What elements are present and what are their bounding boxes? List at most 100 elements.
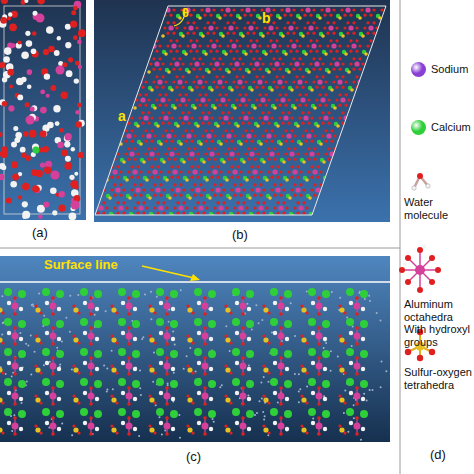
- oxygen-atom: [378, 104, 381, 107]
- oxygen-atom: [175, 86, 178, 89]
- oxygen-atom: [292, 32, 295, 35]
- water-dot: [111, 350, 113, 352]
- oxygen-atom: [322, 201, 325, 204]
- sulfur-atom: [390, 88, 394, 92]
- aluminum-atom: [50, 333, 57, 340]
- oxygen-atom: [370, 140, 373, 143]
- oxygen-atom: [380, 8, 383, 11]
- aluminum-atom: [228, 25, 233, 30]
- oxygen-atom: [186, 21, 189, 24]
- oxygen-atom: [301, 75, 304, 78]
- water-dot: [180, 289, 182, 291]
- oxygen-atom: [193, 158, 196, 161]
- sulfur-atom: [421, 34, 425, 38]
- aluminum-atom: [231, 43, 236, 48]
- oxygen-atom: [329, 62, 332, 65]
- water-dot: [372, 389, 374, 391]
- sulfur-atom: [179, 142, 183, 146]
- aluminum-atom: [377, 79, 382, 84]
- water-dot: [186, 355, 188, 357]
- oxygen-atom: [89, 296, 93, 300]
- aluminum-atom: [297, 79, 302, 84]
- oxygen-atom: [279, 170, 282, 173]
- aluminum-atom: [235, 187, 240, 192]
- sulfur-atom: [316, 124, 320, 128]
- oxygen-atom: [395, 75, 398, 78]
- sulfur-atom: [233, 106, 237, 110]
- calcium-atom: [56, 320, 64, 328]
- water-dot: [11, 430, 13, 432]
- atom: [65, 156, 71, 162]
- oxygen-atom: [304, 93, 307, 96]
- oxygen-atom: [34, 424, 37, 427]
- oxygen-atom: [152, 80, 155, 83]
- oxygen-atom: [298, 116, 301, 119]
- hydrogen-atom: [19, 427, 23, 431]
- oxygen-atom: [124, 152, 127, 155]
- calcium-atom: [399, 32, 403, 36]
- oxygen-atom: [406, 44, 409, 47]
- hydrogen-atom: [57, 307, 61, 311]
- hydrogen-atom: [19, 367, 23, 371]
- sulfur-atom: [299, 142, 303, 146]
- aluminum-atom: [198, 205, 203, 210]
- oxygen-atom: [352, 80, 355, 83]
- oxygen-atom: [190, 165, 193, 168]
- sulfur-atom: [367, 70, 371, 74]
- oxygen-atom: [155, 98, 158, 101]
- oxygen-atom: [376, 152, 379, 155]
- atom: [62, 62, 67, 67]
- aluminum-atom: [217, 79, 222, 84]
- oxygen-atom: [310, 129, 313, 132]
- atom: [52, 210, 57, 215]
- oxygen-atom: [130, 116, 133, 119]
- oxygen-atom: [164, 129, 167, 132]
- oxygen-atom: [336, 152, 339, 155]
- oxygen-atom: [367, 98, 370, 101]
- oxygen-atom: [392, 80, 395, 83]
- aluminum-atom: [351, 43, 356, 48]
- oxygen-atom: [13, 326, 17, 330]
- sulfur-atom: [278, 16, 282, 20]
- aluminum-atom: [237, 79, 242, 84]
- calcium-atom: [382, 50, 386, 54]
- oxygen-atom: [264, 93, 267, 96]
- oxygen-atom: [189, 39, 192, 42]
- oxygen-atom: [338, 57, 341, 60]
- oxygen-atom: [326, 44, 329, 47]
- oxygen-atom: [344, 152, 347, 155]
- oxygen-atom: [187, 122, 190, 125]
- atom: [65, 24, 71, 30]
- oxygen-atom: [136, 212, 139, 215]
- oxygen-atom: [196, 201, 199, 204]
- oxygen-atom: [306, 44, 309, 47]
- oxygen-atom: [292, 80, 295, 83]
- calcium-atom: [42, 348, 50, 356]
- oxygen-atom: [198, 93, 201, 96]
- aluminum-atom: [169, 151, 174, 156]
- oxygen-atom: [229, 50, 232, 53]
- aluminum-atom: [126, 133, 131, 138]
- oxygen-atom: [127, 147, 130, 150]
- oxygen-atom: [127, 170, 130, 173]
- sulfur-atom: [308, 196, 312, 200]
- oxygen-atom: [247, 98, 250, 101]
- oxygen-atom: [130, 188, 133, 191]
- oxygen-atom: [327, 158, 330, 161]
- atom: [12, 174, 19, 181]
- water-dot: [259, 400, 261, 402]
- atom: [68, 57, 73, 62]
- water-dot: [150, 318, 152, 320]
- oxygen-atom: [344, 140, 347, 143]
- oxygen-atom: [287, 147, 290, 150]
- oxygen-atom: [359, 170, 362, 173]
- oxygen-atom: [236, 165, 239, 168]
- calcium-atom: [80, 288, 88, 296]
- hydrogen-atom: [19, 397, 23, 401]
- oxygen-atom: [230, 165, 233, 168]
- sulfur-atom: [381, 34, 385, 38]
- oxygen-atom: [230, 140, 233, 143]
- oxygen-atom: [289, 14, 292, 17]
- calcium-atom: [269, 212, 273, 216]
- sulfur-atom: [281, 34, 285, 38]
